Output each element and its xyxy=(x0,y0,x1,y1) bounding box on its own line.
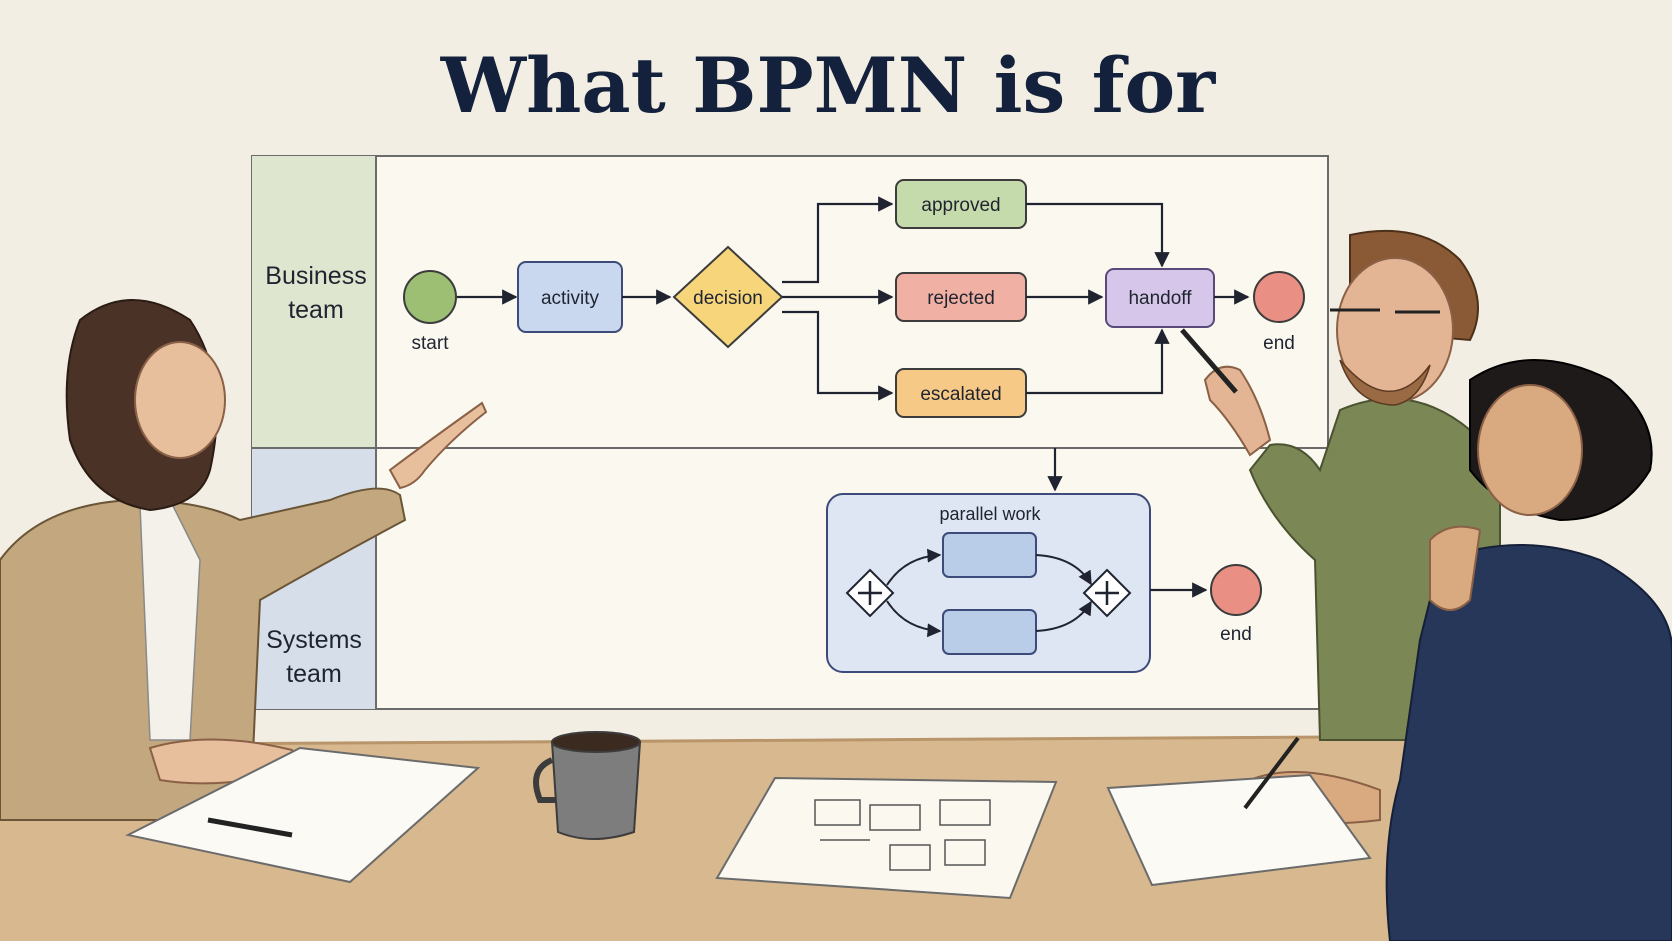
decision-gateway xyxy=(672,245,784,349)
flow-upper-join xyxy=(1035,554,1092,586)
end-label-business: end xyxy=(1263,333,1295,354)
flow-approved-handoff xyxy=(1026,202,1170,268)
end-event-systems xyxy=(1210,564,1262,616)
paper-sketch xyxy=(715,776,1058,900)
decision-label: decision xyxy=(693,288,763,309)
flow-escalated-handoff xyxy=(1026,328,1170,395)
coffee-mug xyxy=(533,731,642,840)
woman-presenter xyxy=(0,299,488,821)
start-event xyxy=(403,270,457,324)
activity-label: activity xyxy=(541,288,600,309)
page-title: What BPMN is for xyxy=(440,41,1216,130)
end-label-systems: end xyxy=(1220,624,1252,645)
parallel-task-lower xyxy=(942,609,1037,655)
flow-lower-join xyxy=(1035,600,1092,632)
flow-split-upper xyxy=(886,548,942,586)
flow-decision-escalated xyxy=(782,310,894,401)
lane-label-business-line1: Business xyxy=(265,262,366,290)
start-label: start xyxy=(412,333,450,354)
lane-header-business xyxy=(252,156,376,448)
lane-label-systems-line2: team xyxy=(286,660,342,688)
approved-label: approved xyxy=(921,195,1000,216)
woman-seated-right xyxy=(1249,359,1672,941)
plus-icon xyxy=(858,581,882,605)
parallel-work-label: parallel work xyxy=(939,504,1041,524)
end-event-business xyxy=(1253,271,1305,323)
flow-split-lower xyxy=(886,600,942,638)
notebook-right xyxy=(1106,736,1372,887)
parallel-task-upper xyxy=(942,532,1037,578)
whiteboard xyxy=(251,155,1329,710)
handoff-label: handoff xyxy=(1128,288,1192,309)
flow-decision-approved xyxy=(782,196,894,284)
escalated-label: escalated xyxy=(920,384,1001,405)
notebook-left xyxy=(125,746,481,884)
parallel-work-subprocess xyxy=(826,493,1151,673)
lane-label-business-line2: team xyxy=(288,296,344,324)
rejected-label: rejected xyxy=(927,288,995,309)
lane-label-systems-line1: Systems xyxy=(266,626,362,654)
plus-icon xyxy=(1095,581,1119,605)
